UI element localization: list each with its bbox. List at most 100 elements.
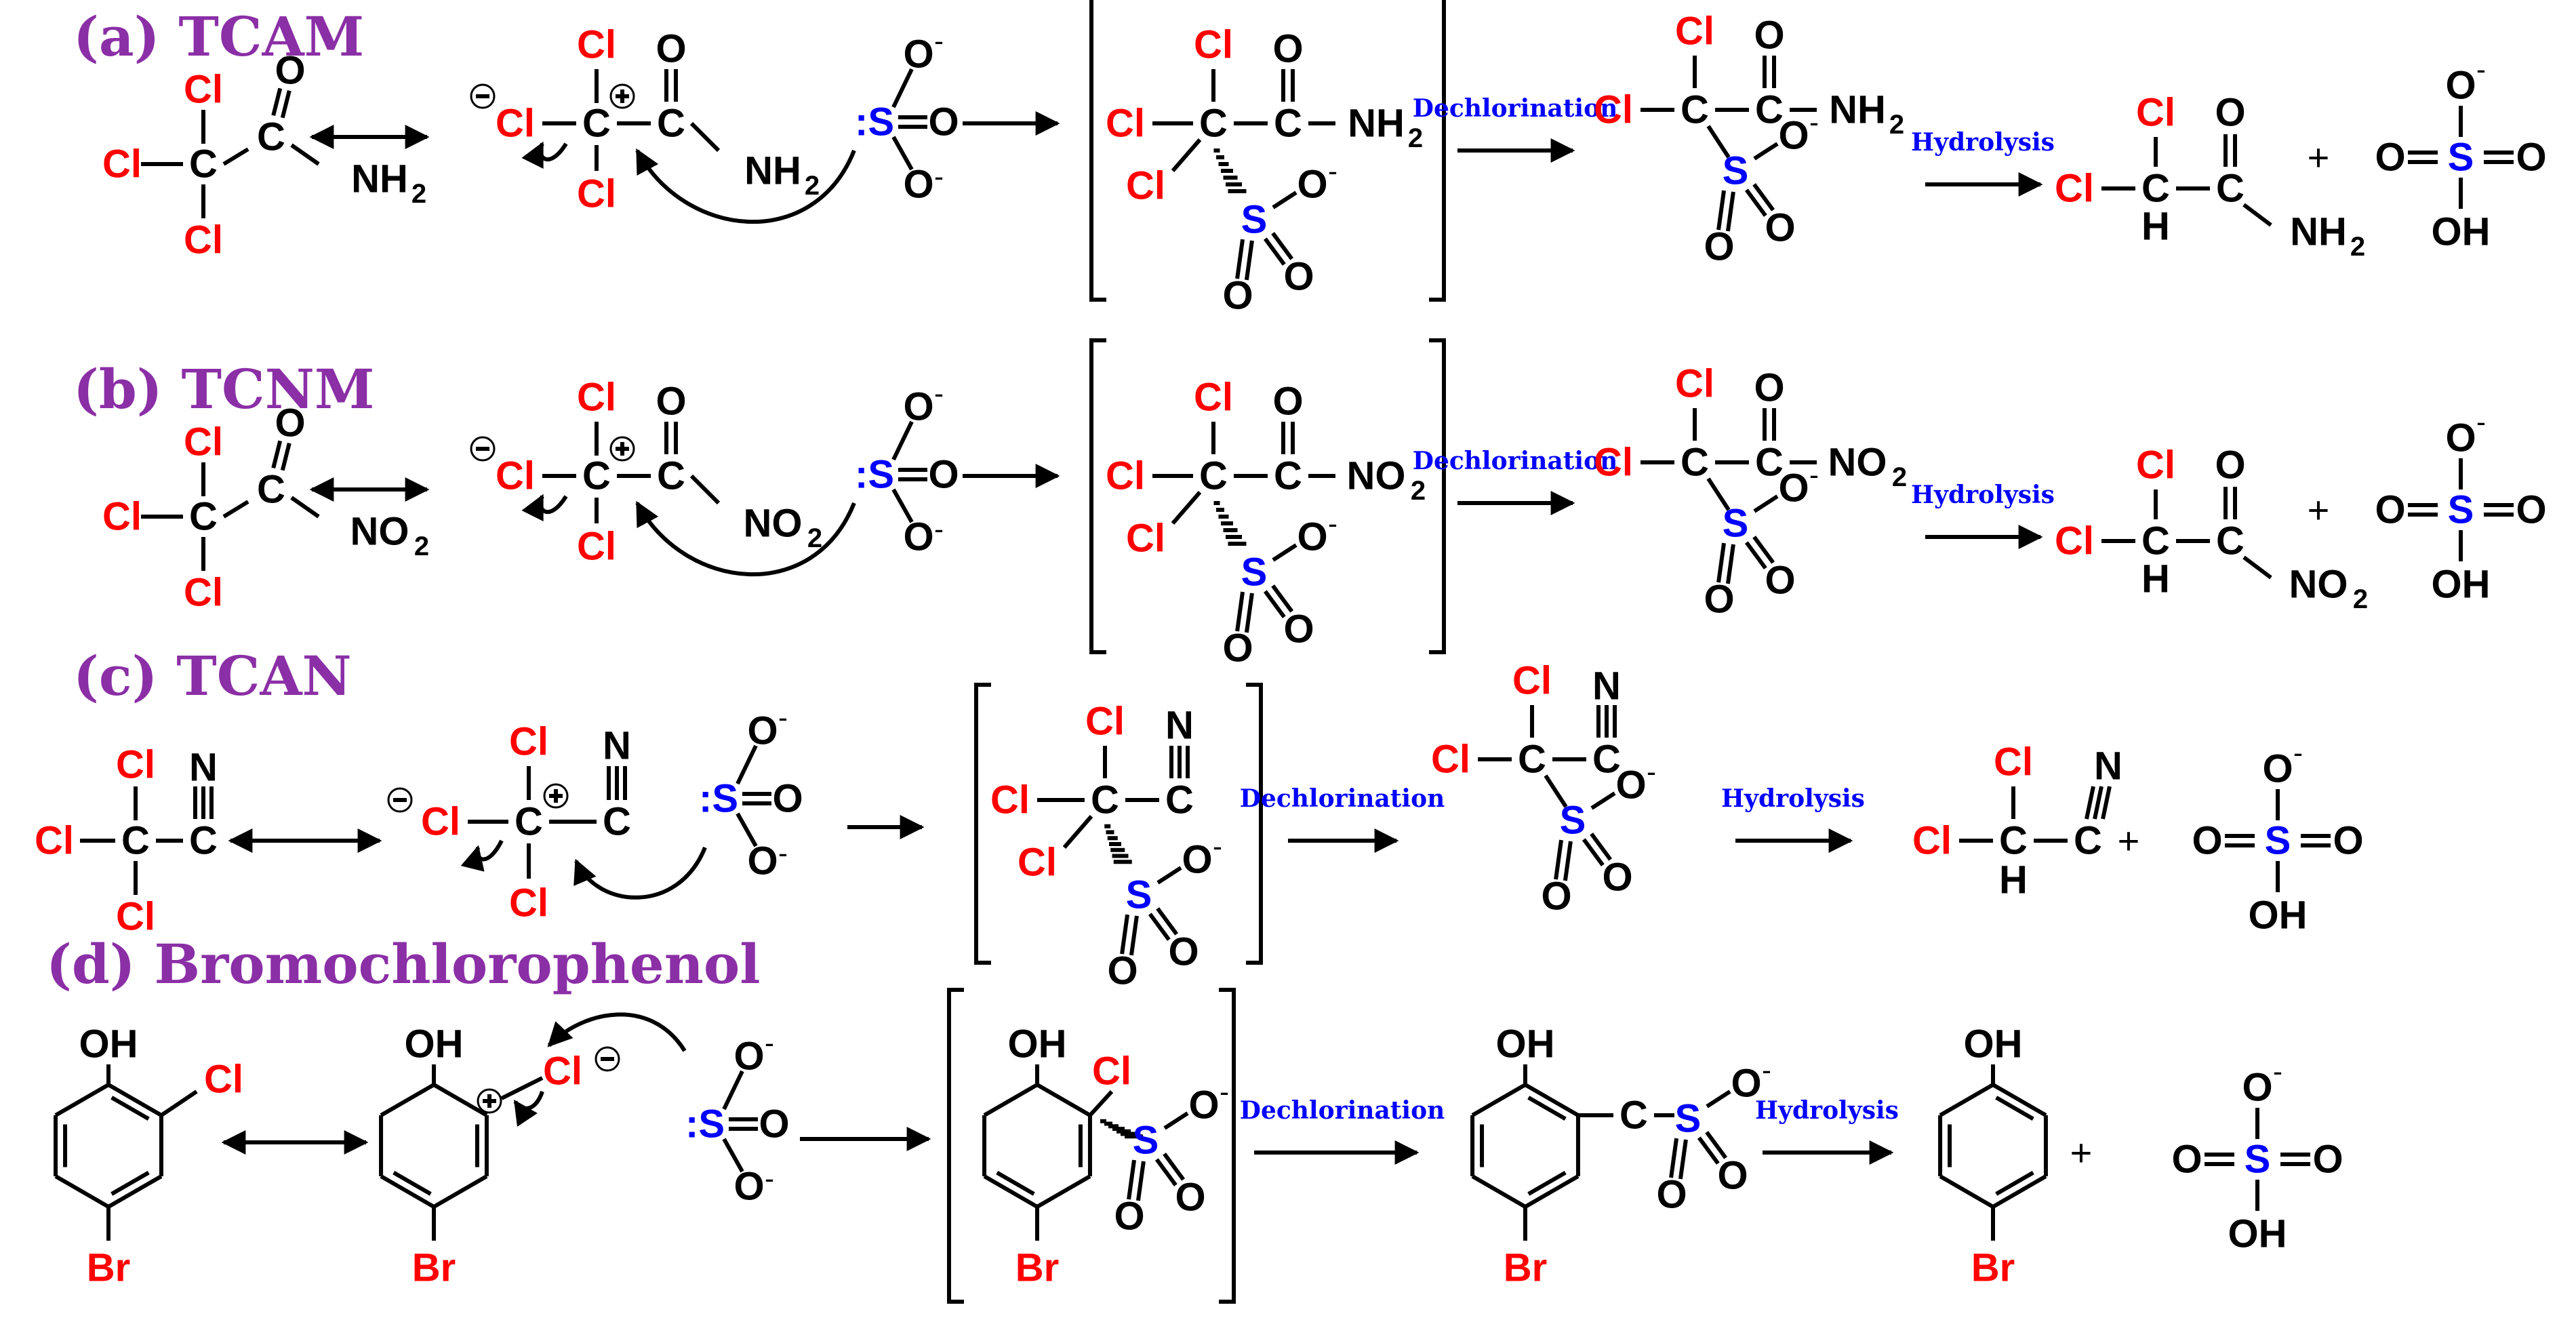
atom-label: C bbox=[1274, 102, 1302, 146]
atom-label: Cl bbox=[2136, 91, 2175, 135]
sulfur-atom: S bbox=[1723, 149, 1749, 193]
atom-label: C bbox=[1681, 441, 1709, 485]
atom-label: Cl bbox=[2055, 519, 2094, 563]
triple-bond bbox=[2093, 786, 2104, 820]
negative-charge: - bbox=[2293, 737, 2303, 769]
sulfur-atom: S bbox=[1723, 502, 1749, 546]
atom-label: O bbox=[1272, 380, 1303, 424]
atom-label: OH bbox=[1964, 1022, 2023, 1066]
atom-label: O bbox=[275, 401, 305, 445]
atom-label: H bbox=[1999, 858, 2028, 902]
atom-label: NH bbox=[351, 157, 408, 201]
negative-charge: - bbox=[765, 1163, 774, 1195]
subscript: 2 bbox=[1408, 123, 1423, 153]
cation-charge bbox=[543, 783, 569, 809]
atom-label: C bbox=[1999, 819, 2028, 863]
atom-label: Cl bbox=[1126, 164, 1165, 208]
bond bbox=[1590, 791, 1616, 810]
double-bond bbox=[1271, 232, 1294, 260]
atom-label: C bbox=[1199, 454, 1228, 498]
nucleophilic-attack-arrow bbox=[635, 500, 856, 577]
atom-label: O bbox=[903, 33, 933, 77]
bond bbox=[2242, 203, 2272, 227]
atom-label: NO bbox=[350, 510, 409, 554]
atom-label: O bbox=[1778, 466, 1809, 511]
double-bond bbox=[1263, 237, 1286, 266]
atom-label: H bbox=[2141, 557, 2170, 601]
double-bond bbox=[1697, 1136, 1720, 1165]
ring-bond bbox=[107, 1083, 163, 1117]
negative-charge: - bbox=[934, 25, 944, 57]
atom-label: C bbox=[515, 800, 543, 844]
atom-label: OH bbox=[1496, 1022, 1555, 1066]
bond bbox=[1171, 491, 1202, 525]
ring-bond bbox=[432, 1083, 488, 1117]
atom-label: Cl bbox=[421, 800, 460, 844]
atom-label: O bbox=[1717, 1154, 1748, 1198]
sulfur-atom: S bbox=[2245, 1138, 2271, 1182]
double-bond bbox=[1744, 541, 1767, 569]
ring-double-bond bbox=[1527, 1171, 1567, 1196]
bond bbox=[2242, 555, 2272, 580]
bond bbox=[1544, 774, 1568, 808]
atom-label: O bbox=[1168, 930, 1199, 974]
atom-label: Cl bbox=[1431, 738, 1470, 782]
atom-label: C bbox=[657, 102, 685, 146]
atom-label: Br bbox=[412, 1246, 456, 1290]
bond bbox=[1062, 815, 1093, 849]
bond bbox=[222, 500, 249, 519]
atom-label: Br bbox=[1504, 1246, 1547, 1290]
double-bond bbox=[1127, 1159, 1137, 1200]
atom-label: Cl bbox=[509, 881, 548, 925]
atom-label: Cl bbox=[2136, 443, 2175, 487]
bond bbox=[722, 1138, 744, 1173]
ring-bond bbox=[1992, 1174, 2047, 1209]
plus-sign: + bbox=[2308, 136, 2330, 179]
atom-label: H bbox=[2141, 205, 2170, 249]
atom-label: C bbox=[1755, 441, 1784, 485]
subscript: 2 bbox=[1889, 110, 1904, 140]
bond bbox=[689, 121, 721, 153]
atom-label: O bbox=[2192, 819, 2222, 863]
atom-label: O bbox=[2516, 136, 2546, 180]
bond bbox=[891, 136, 914, 171]
row-label: (a) TCAM bbox=[73, 5, 364, 68]
subscript: 2 bbox=[2350, 232, 2365, 262]
nucleophilic-attack-arrow bbox=[573, 846, 707, 900]
atom-label: C bbox=[2141, 519, 2170, 563]
atom-label: C bbox=[2141, 167, 2170, 211]
atom-label: C bbox=[189, 495, 218, 539]
sulfur-atom: :S bbox=[855, 100, 894, 144]
atom-label: Cl bbox=[496, 454, 535, 498]
plus-sign: + bbox=[2308, 489, 2330, 532]
negative-charge: - bbox=[765, 1027, 774, 1059]
triple-bond bbox=[2101, 786, 2112, 820]
atom-label: O bbox=[1188, 1083, 1219, 1127]
ring-bond bbox=[380, 1174, 435, 1209]
atom-label: NO bbox=[744, 502, 803, 546]
atom-label: O bbox=[2262, 747, 2293, 791]
ring-bond bbox=[1471, 1083, 1527, 1117]
ring-bond bbox=[1036, 1083, 1091, 1117]
atom-label: NH bbox=[744, 149, 801, 193]
ring-double-bond bbox=[996, 1171, 1035, 1196]
atom-label: O bbox=[2445, 64, 2476, 108]
cation-charge bbox=[609, 83, 635, 109]
atom-label: O bbox=[1704, 578, 1734, 622]
negative-charge: - bbox=[1213, 831, 1222, 862]
atom-label: Cl bbox=[116, 895, 155, 939]
bond bbox=[290, 496, 320, 519]
anion-charge bbox=[470, 436, 496, 462]
subscript: 2 bbox=[1892, 462, 1907, 492]
anion-charge bbox=[595, 1046, 620, 1072]
negative-charge: - bbox=[1809, 459, 1819, 491]
atom-label: O bbox=[1222, 274, 1253, 318]
double-bond bbox=[1716, 542, 1727, 583]
triple-bond bbox=[2085, 786, 2095, 820]
hydrolysis-label: Hydrolysis bbox=[1755, 1096, 1899, 1125]
atom-label: Cl bbox=[577, 172, 616, 216]
double-bond bbox=[1678, 1139, 1688, 1180]
atom-label: O bbox=[903, 163, 933, 207]
atom-label: Cl bbox=[204, 1058, 243, 1102]
sulfur-atom: :S bbox=[699, 777, 738, 821]
